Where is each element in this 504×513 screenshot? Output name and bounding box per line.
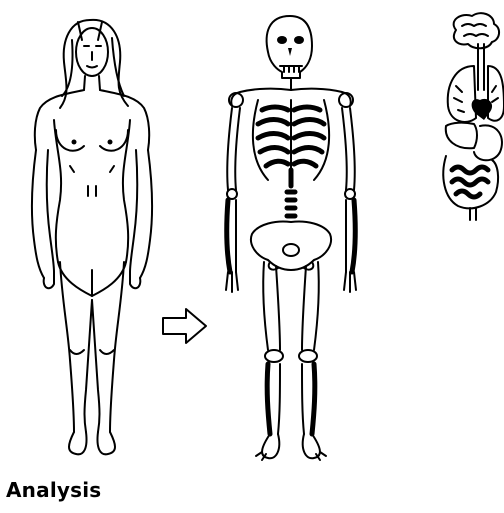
caption-label: Analysis xyxy=(6,478,101,502)
skeleton-figure xyxy=(226,16,356,460)
right-arrow-icon xyxy=(163,309,206,343)
female-body-figure xyxy=(32,20,152,454)
internal-organs-figure xyxy=(443,13,504,220)
